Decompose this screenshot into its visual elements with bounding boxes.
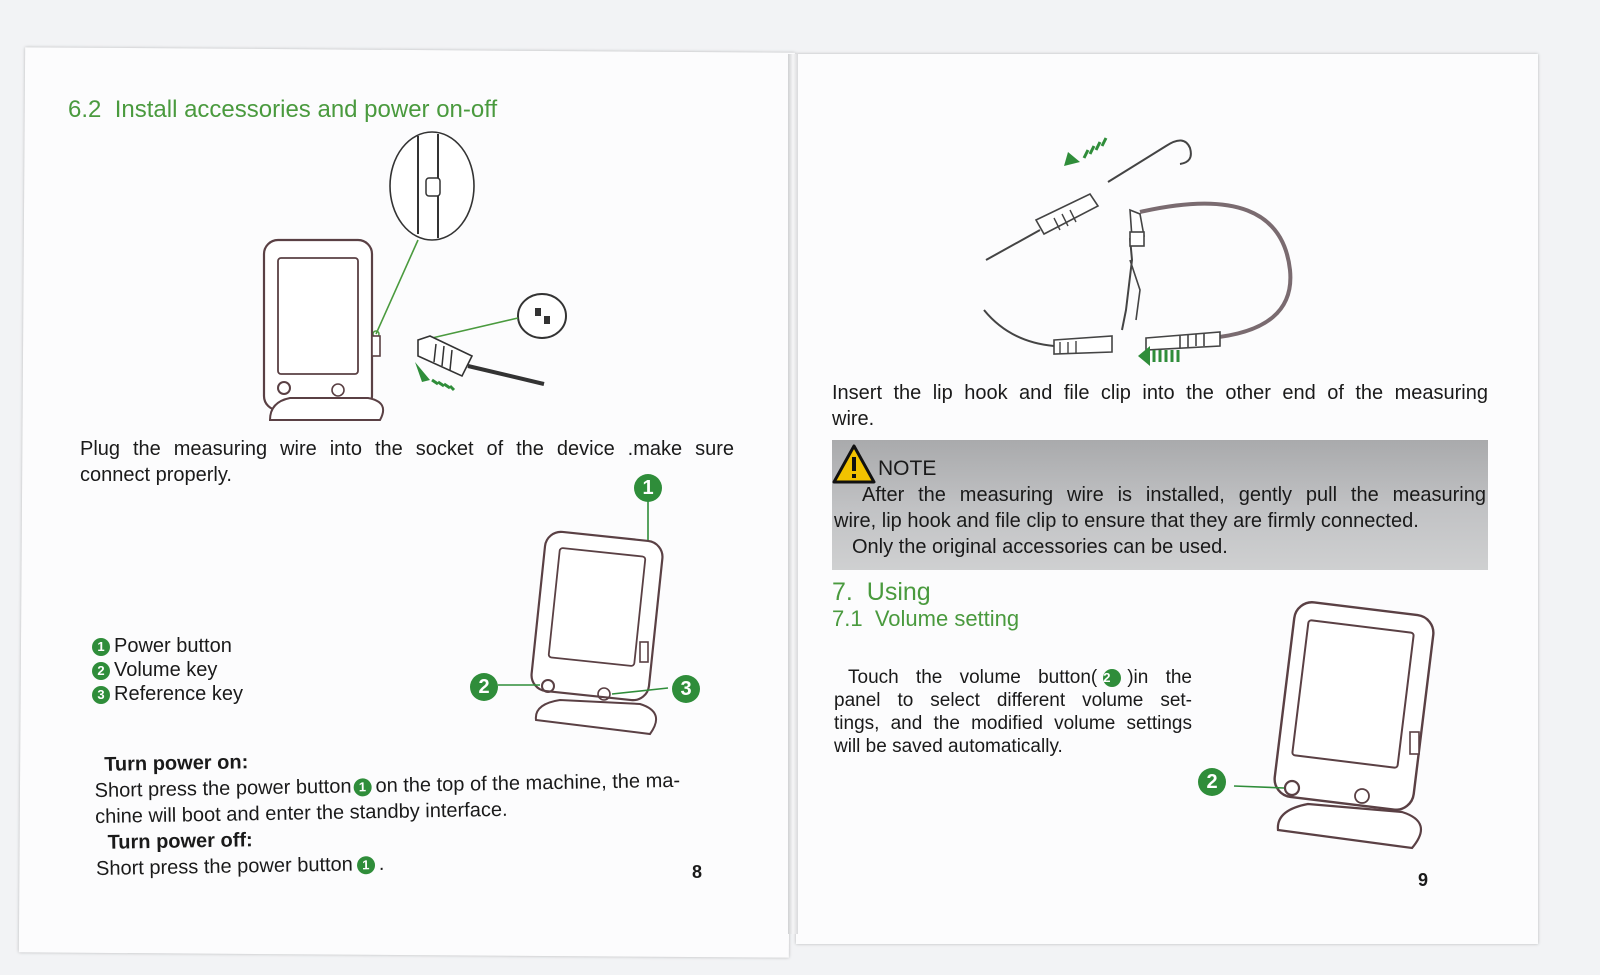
device-plug-illustration [262, 131, 567, 421]
volume-callout-2: 2 [1198, 768, 1226, 796]
plug-line-2: connect properly. [80, 464, 232, 486]
callout-2: 2 [470, 673, 498, 701]
power-on-text-b: on the top of the machine, the ma- [375, 769, 681, 798]
plug-line-1: Plug the measuring wire into the socket … [80, 438, 734, 460]
legend-badge: 1 [92, 638, 110, 656]
power-instructions: Turn power on: Short press the power but… [94, 741, 746, 882]
volume-line-2: panel to select different volume set- [834, 690, 1192, 711]
section-title: Install accessories and power on-off [114, 96, 498, 123]
legend-label: Power button [114, 635, 232, 657]
volume-line-3: tings, and the modified volume settings [834, 713, 1192, 734]
insert-line-2: wire. [832, 408, 875, 430]
volume-instructions: Touch the volume button( 2 )in the panel t… [834, 666, 1192, 758]
note-title: NOTE [878, 457, 937, 480]
insert-instructions: Insert the lip hook and file clip into t… [832, 380, 1488, 432]
section-71-heading: 7.1 Volume setting [832, 606, 1019, 632]
callout-3: 3 [672, 675, 700, 703]
note-line-3: Only the original accessories can be use… [852, 536, 1228, 558]
volume-line-4: will be saved automatically. [834, 736, 1063, 757]
section-71-number: 7.1 [832, 606, 863, 631]
volume-text-b: )in the [1127, 667, 1192, 688]
legend-label: Reference key [114, 683, 243, 705]
volume-text-a: Touch the volume button( [848, 667, 1098, 688]
power-off-text-a: Short press the power button [95, 853, 354, 880]
section-7-title: Using [866, 578, 931, 606]
power-on-text-a: Short press the power button [94, 775, 352, 802]
accessories-illustration [983, 137, 1293, 366]
device-buttons-illustration [498, 488, 669, 736]
warning-triangle-icon [832, 444, 876, 484]
page-number-right: 9 [1418, 870, 1429, 890]
section-number: 6.2 [68, 96, 102, 123]
legend-label: Volume key [114, 659, 218, 681]
insert-line-1: Insert the lip hook and file clip into t… [832, 382, 1488, 404]
note-line-2: wire, lip hook and file clip to ensure t… [834, 510, 1419, 532]
plug-instructions: Plug the measuring wire into the socket … [80, 436, 734, 488]
book-spine [788, 54, 798, 934]
note-box [832, 440, 1488, 570]
volume-line-1: Touch the volume button( 2 )in the [834, 666, 1192, 689]
section-7-heading: 7. Using [832, 578, 931, 607]
power-badge: 1 [356, 856, 376, 875]
device-volume-illustration [1233, 601, 1435, 850]
note-content: NOTE After the measuring wire is install… [834, 456, 1486, 560]
callout-1: 1 [634, 474, 662, 502]
volume-badge: 2 [1103, 669, 1122, 687]
section-heading: 6.2 Install accessories and power on-off [68, 96, 497, 124]
legend-badge: 3 [92, 686, 110, 704]
power-badge: 1 [353, 778, 372, 797]
section-7-number: 7. [832, 578, 853, 606]
legend-badge: 2 [92, 662, 110, 680]
page-number-left: 8 [692, 862, 703, 882]
note-line-1: After the measuring wire is installed, g… [862, 484, 1486, 506]
power-off-text-b: . [378, 852, 385, 876]
section-71-title: Volume setting [874, 606, 1020, 631]
